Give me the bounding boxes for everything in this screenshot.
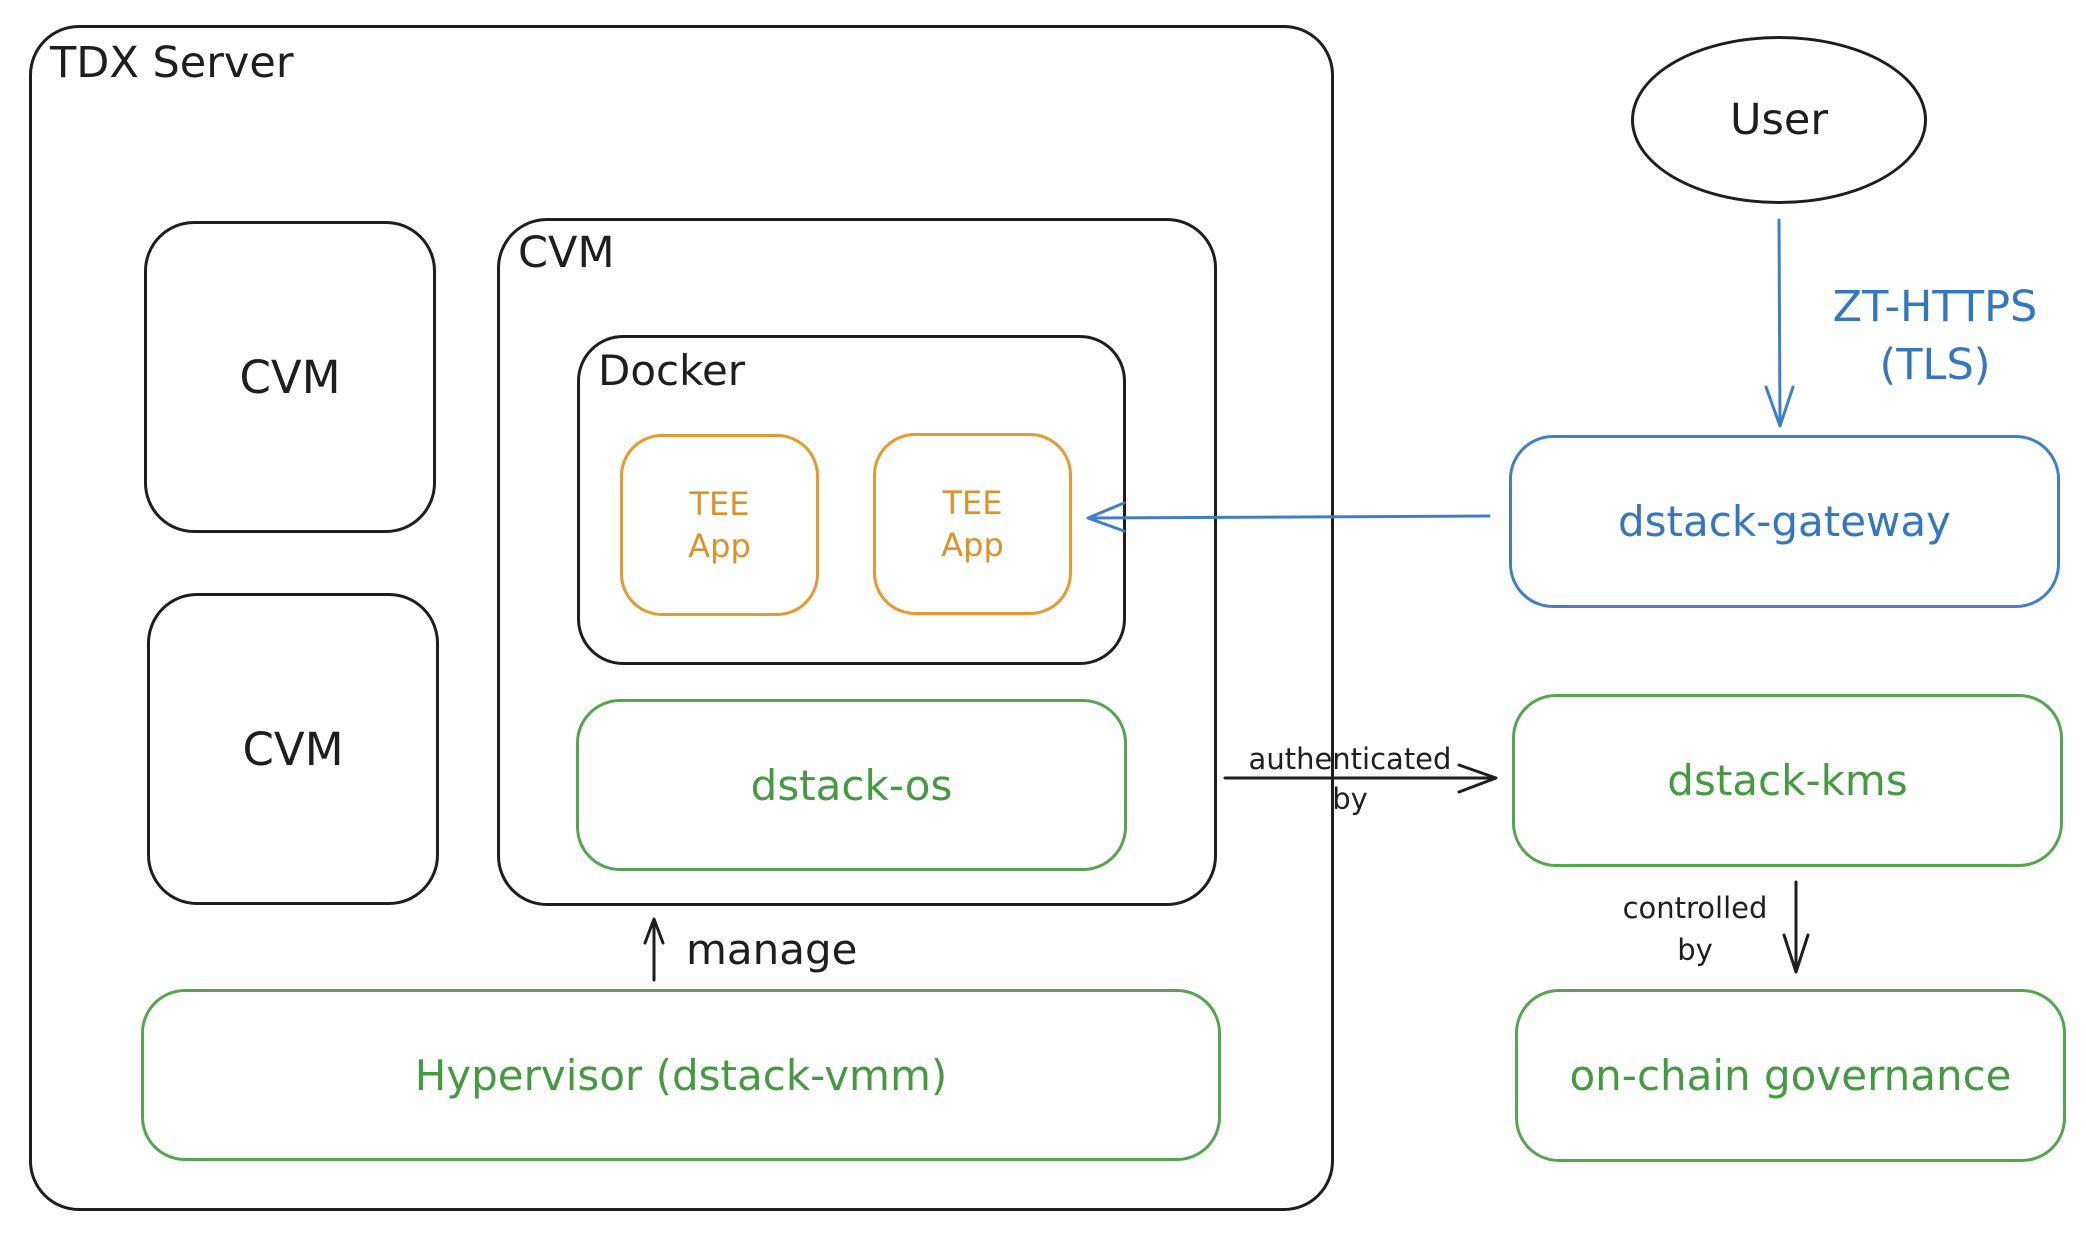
controlled-by-line2: by <box>1677 933 1713 967</box>
governance-label: on-chain governance <box>1569 1051 2012 1100</box>
zt-https-line1: ZT-HTTPS <box>1832 282 2038 332</box>
cvm-box-bottom: CVM <box>147 593 439 905</box>
hypervisor-label: Hypervisor (dstack-vmm) <box>414 1050 948 1100</box>
tdx-server-title: TDX Server <box>50 38 294 88</box>
tee-app-1-line2: App <box>688 527 751 565</box>
tee-app-2-line2: App <box>941 526 1004 564</box>
tee-app-2-line1: TEE <box>942 484 1003 522</box>
docker-title: Docker <box>598 346 746 395</box>
user-node: User <box>1631 36 1927 204</box>
tee-app-box-2: TEE App <box>873 433 1072 615</box>
hypervisor-box: Hypervisor (dstack-vmm) <box>141 989 1221 1161</box>
cvm-box-top: CVM <box>144 221 436 533</box>
manage-label: manage <box>686 925 858 974</box>
cvm-main-title: CVM <box>518 228 615 278</box>
dstack-gateway-label: dstack-gateway <box>1618 497 1951 546</box>
authenticated-by-label: authenticated by <box>1230 738 1470 818</box>
authenticated-by-line2: by <box>1332 782 1368 816</box>
zt-https-label: ZT-HTTPS (TLS) <box>1810 278 2060 394</box>
authenticated-by-line1: authenticated <box>1248 742 1452 776</box>
governance-box: on-chain governance <box>1515 989 2066 1162</box>
dstack-kms-box: dstack-kms <box>1512 694 2063 867</box>
dstack-kms-label: dstack-kms <box>1667 756 1908 805</box>
dstack-os-box: dstack-os <box>576 699 1127 871</box>
user-to-gateway-arrow <box>1764 218 1795 428</box>
dstack-os-label: dstack-os <box>750 760 953 810</box>
dstack-gateway-box: dstack-gateway <box>1509 435 2060 608</box>
controlled-by-label: controlled by <box>1580 887 1810 971</box>
user-label: User <box>1729 95 1828 145</box>
tee-app-box-1: TEE App <box>620 434 819 616</box>
cvm-box-top-label: CVM <box>239 350 341 404</box>
cvm-box-bottom-label: CVM <box>242 722 344 776</box>
tee-app-1-line1: TEE <box>689 485 750 523</box>
zt-https-line2: (TLS) <box>1879 340 1991 390</box>
controlled-by-line1: controlled <box>1622 891 1768 925</box>
